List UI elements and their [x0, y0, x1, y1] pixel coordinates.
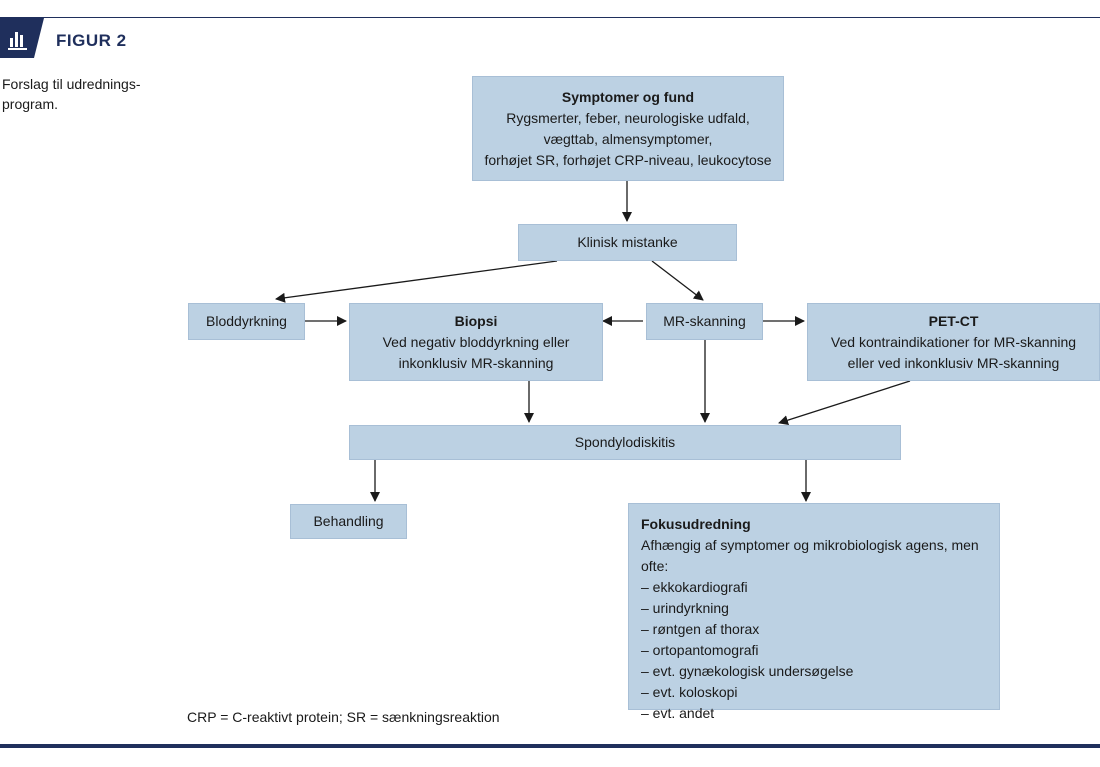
node-fokusudredning-line: – evt. andet	[641, 705, 715, 721]
node-petct: PET-CT Ved kontraindikationer for MR-ska…	[807, 303, 1100, 381]
node-spondylodiskitis-label: Spondylodiskitis	[574, 434, 676, 450]
node-symptomer-line: Rygsmerter, feber, neurologiske udfald,	[506, 109, 750, 126]
footnote: CRP = C-reaktivt protein; SR = sænknings…	[187, 709, 500, 725]
node-symptomer: Symptomer og fund Rygsmerter, feber, neu…	[472, 76, 784, 181]
node-petct-line: eller ved inkonklusiv MR-skanning	[847, 354, 1060, 371]
figure-caption-text: Forslag til udrednings- program.	[2, 76, 141, 112]
node-fokusudredning-line: – røntgen af thorax	[641, 621, 760, 637]
node-mr-skanning: MR-skanning	[646, 303, 763, 340]
node-petct-line: Ved kontraindikationer for MR-skanning	[830, 333, 1077, 350]
node-spondylodiskitis: Spondylodiskitis	[349, 425, 901, 460]
node-behandling: Behandling	[290, 504, 407, 539]
node-symptomer-title: Symptomer og fund	[561, 88, 695, 105]
node-behandling-label: Behandling	[313, 513, 384, 529]
arrow-klinisk-to-mr	[651, 260, 704, 301]
node-petct-title: PET-CT	[928, 312, 979, 329]
node-bloddyrkning-label: Bloddyrkning	[206, 313, 287, 329]
node-fokusudredning-line: – ortopantomografi	[641, 642, 759, 658]
bottom-rule	[0, 744, 1100, 748]
node-fokusudredning-line: – urindyrkning	[641, 600, 729, 616]
node-biopsi-line: inkonklusiv MR-skanning	[398, 354, 554, 371]
node-biopsi-line: Ved negativ bloddyrkning eller	[382, 333, 570, 350]
node-biopsi: Biopsi Ved negativ bloddyrkning eller in…	[349, 303, 603, 381]
node-mr-skanning-label: MR-skanning	[663, 313, 746, 329]
arrow-petct-to-spondylo	[778, 380, 911, 426]
figure-label: FIGUR 2	[56, 31, 127, 50]
figure-caption: Forslag til udrednings- program.	[2, 74, 167, 114]
node-klinisk-mistanke-label: Klinisk mistanke	[577, 234, 678, 250]
node-bloddyrkning: Bloddyrkning	[188, 303, 305, 340]
node-fokusudredning: Fokusudredning Afhængig af symptomer og …	[628, 503, 1000, 721]
arrow-klinisk-to-bloddyrkning	[275, 260, 558, 303]
top-rule	[0, 17, 1100, 18]
node-fokusudredning-line: – evt. koloskopi	[641, 684, 738, 700]
node-fokusudredning-line: – ekkokardiografi	[641, 579, 748, 595]
node-klinisk-mistanke: Klinisk mistanke	[518, 224, 737, 261]
node-fokusudredning-title: Fokusudredning	[641, 516, 751, 532]
node-fokusudredning-line: Afhængig af symptomer og mikrobiologisk …	[641, 537, 979, 574]
node-fokusudredning-line: – evt. gynækologisk undersøgelse	[641, 663, 854, 679]
chart-icon	[0, 18, 44, 58]
node-biopsi-title: Biopsi	[454, 312, 498, 329]
node-symptomer-line: forhøjet SR, forhøjet CRP-niveau, leukoc…	[484, 151, 772, 168]
node-symptomer-line: vægttab, almensymptomer,	[543, 130, 713, 147]
